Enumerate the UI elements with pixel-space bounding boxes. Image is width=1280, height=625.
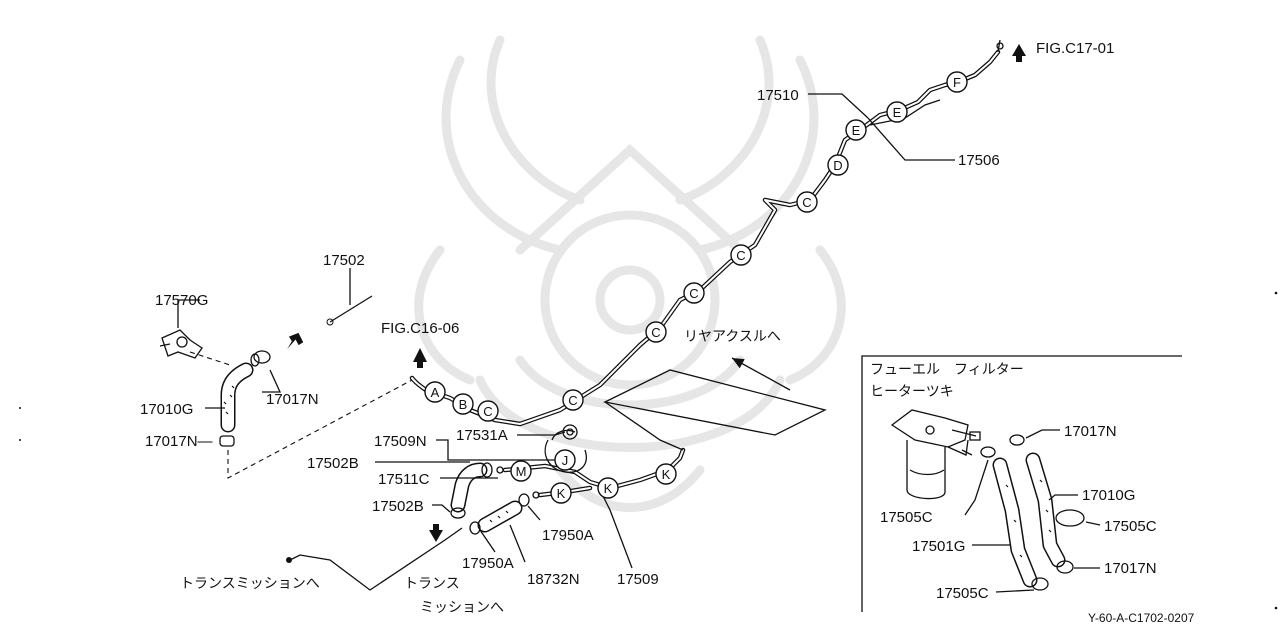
- svg-text:C: C: [651, 325, 660, 340]
- clip-a: A: [424, 381, 446, 403]
- part-labels: FIG.C17-01 FIG.C16-06 17510 17506 17502 …: [140, 40, 1114, 588]
- clip-c: C: [730, 244, 752, 266]
- svg-text:C: C: [483, 404, 492, 419]
- clip-m: M: [510, 460, 532, 482]
- part-17531A: 17531A: [456, 427, 508, 444]
- clip-markers: A B C C C C C C D E E F J M K K K: [424, 71, 968, 504]
- label-to-rear-axle: リヤアクスルへ: [684, 329, 781, 345]
- label-transmission-line2: ミッションへ: [420, 600, 504, 616]
- bracket-17570G: [159, 329, 203, 359]
- svg-text:E: E: [893, 105, 902, 120]
- svg-text:B: B: [459, 397, 468, 412]
- inset-part-17505C: 17505C: [936, 585, 989, 602]
- inset-part-17501G: 17501G: [912, 538, 965, 555]
- svg-text:K: K: [557, 486, 566, 501]
- inset-title-line2: ヒーターツキ: [870, 384, 954, 400]
- clip-j: J: [554, 449, 576, 471]
- part-17010G: 17010G: [140, 401, 193, 418]
- clip-d: D: [827, 154, 849, 176]
- part-17950A: 17950A: [462, 555, 514, 572]
- svg-text:M: M: [516, 464, 527, 479]
- svg-text:E: E: [852, 123, 861, 138]
- clip-k: K: [655, 463, 677, 485]
- fig-ref-c17: FIG.C17-01: [1036, 40, 1114, 57]
- part-17950A: 17950A: [542, 527, 594, 544]
- svg-text:A: A: [431, 385, 440, 400]
- svg-text:K: K: [604, 481, 613, 496]
- leader-lines: [177, 93, 955, 569]
- clip-f: F: [946, 71, 968, 93]
- part-17570G: 17570G: [155, 292, 208, 309]
- clip-b: B: [452, 393, 474, 415]
- arrow-down-icon: [429, 524, 443, 542]
- part-17502: 17502: [323, 252, 365, 269]
- part-17509: 17509: [617, 571, 659, 588]
- part-17510: 17510: [757, 87, 799, 104]
- part-17017N: 17017N: [266, 391, 319, 408]
- svg-text:C: C: [568, 393, 577, 408]
- svg-text:C: C: [736, 248, 745, 263]
- clip-e: E: [886, 101, 908, 123]
- inset-fuel-filter-heater: フューエル フィルター ヒーターツキ: [861, 355, 1182, 612]
- arrow-up-icon: [413, 348, 427, 368]
- fuel-filter-icon: [890, 409, 981, 500]
- inset-part-17505C: 17505C: [880, 509, 933, 526]
- label-to-transmission: トランスミッションへ: [180, 576, 320, 592]
- inset-title-line1: フューエル フィルター: [870, 362, 1024, 378]
- svg-text:F: F: [953, 75, 961, 90]
- samurai-helmet-icon: [414, 35, 846, 512]
- clip-c: C: [645, 321, 667, 343]
- svg-text:C: C: [802, 195, 811, 210]
- fig-ref-c16: FIG.C16-06: [381, 320, 459, 337]
- part-17511C: 17511C: [378, 471, 430, 488]
- clip-c: C: [796, 191, 818, 213]
- part-17502B: 17502B: [307, 455, 359, 472]
- part-17509N: 17509N: [374, 433, 427, 450]
- label-transmission-line1: トランス: [404, 576, 460, 592]
- part-17502B: 17502B: [372, 498, 424, 515]
- clip-c: C: [477, 400, 499, 422]
- svg-text:C: C: [689, 286, 698, 301]
- inset-part-17505C: 17505C: [1104, 518, 1157, 535]
- clip-k: K: [597, 477, 619, 499]
- arrow-right-icon: [287, 332, 304, 350]
- svg-text:K: K: [662, 467, 671, 482]
- svg-text:J: J: [562, 453, 569, 468]
- clip-e: E: [845, 119, 867, 141]
- japanese-labels: リヤアクスルへ トランスミッションへ トランス ミッションへ: [180, 329, 781, 616]
- clip-c: C: [562, 389, 584, 411]
- part-17017N: 17017N—: [145, 433, 213, 450]
- arrow-up-icon: [1012, 44, 1026, 62]
- inset-part-17017N: 17017N: [1104, 560, 1157, 577]
- part-18732N: 18732N: [527, 571, 580, 588]
- svg-text:D: D: [833, 158, 842, 173]
- clip-k: K: [550, 482, 572, 504]
- inset-part-17010G: 17010G: [1082, 487, 1135, 504]
- figure-code: Y-60-A-C1702-0207: [1088, 611, 1195, 625]
- clip-c: C: [683, 282, 705, 304]
- inset-part-17017N: 17017N: [1064, 423, 1117, 440]
- part-17506: 17506: [958, 152, 1000, 169]
